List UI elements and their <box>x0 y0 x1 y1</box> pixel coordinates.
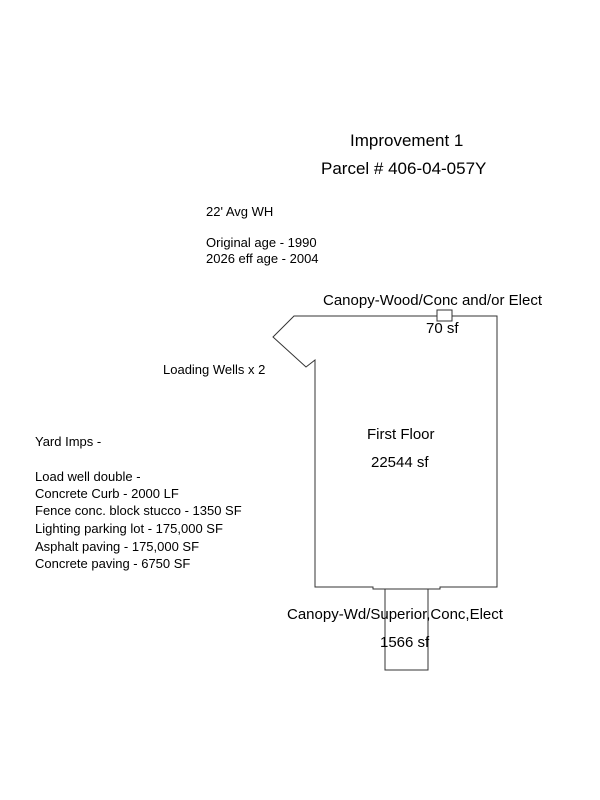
canopy-bottom-label: Canopy-Wd/Superior,Conc,Elect <box>287 606 503 623</box>
yard-imps-heading: Yard Imps - <box>35 434 102 449</box>
yard-imp-item: Asphalt paving - 175,000 SF <box>35 539 200 554</box>
effective-age-note: 2026 eff age - 2004 <box>206 251 319 266</box>
parcel-number: Parcel # 406-04-057Y <box>321 159 487 178</box>
wall-height-note: 22' Avg WH <box>206 204 274 219</box>
loading-wells-label: Loading Wells x 2 <box>163 362 266 377</box>
original-age-note: Original age - 1990 <box>206 235 317 250</box>
first-floor-label: First Floor <box>367 426 435 443</box>
canopy-top-outline <box>436 309 453 322</box>
first-floor-area: 22544 sf <box>371 454 429 471</box>
yard-imp-item: Load well double - <box>35 469 141 484</box>
yard-imp-item: Fence conc. block stucco - 1350 SF <box>35 503 242 518</box>
canopy-top-area: 70 sf <box>426 320 459 337</box>
canopy-bottom-area: 1566 sf <box>380 634 430 651</box>
yard-imp-item: Lighting parking lot - 175,000 SF <box>35 521 223 536</box>
canopy-top-label: Canopy-Wood/Conc and/or Elect <box>323 292 543 309</box>
yard-imp-item: Concrete paving - 6750 SF <box>35 556 191 571</box>
yard-imp-item: Concrete Curb - 2000 LF <box>35 486 179 501</box>
improvement-title: Improvement 1 <box>350 131 464 150</box>
canopy-bottom-outline <box>384 588 429 671</box>
first-floor-outline <box>272 315 498 590</box>
